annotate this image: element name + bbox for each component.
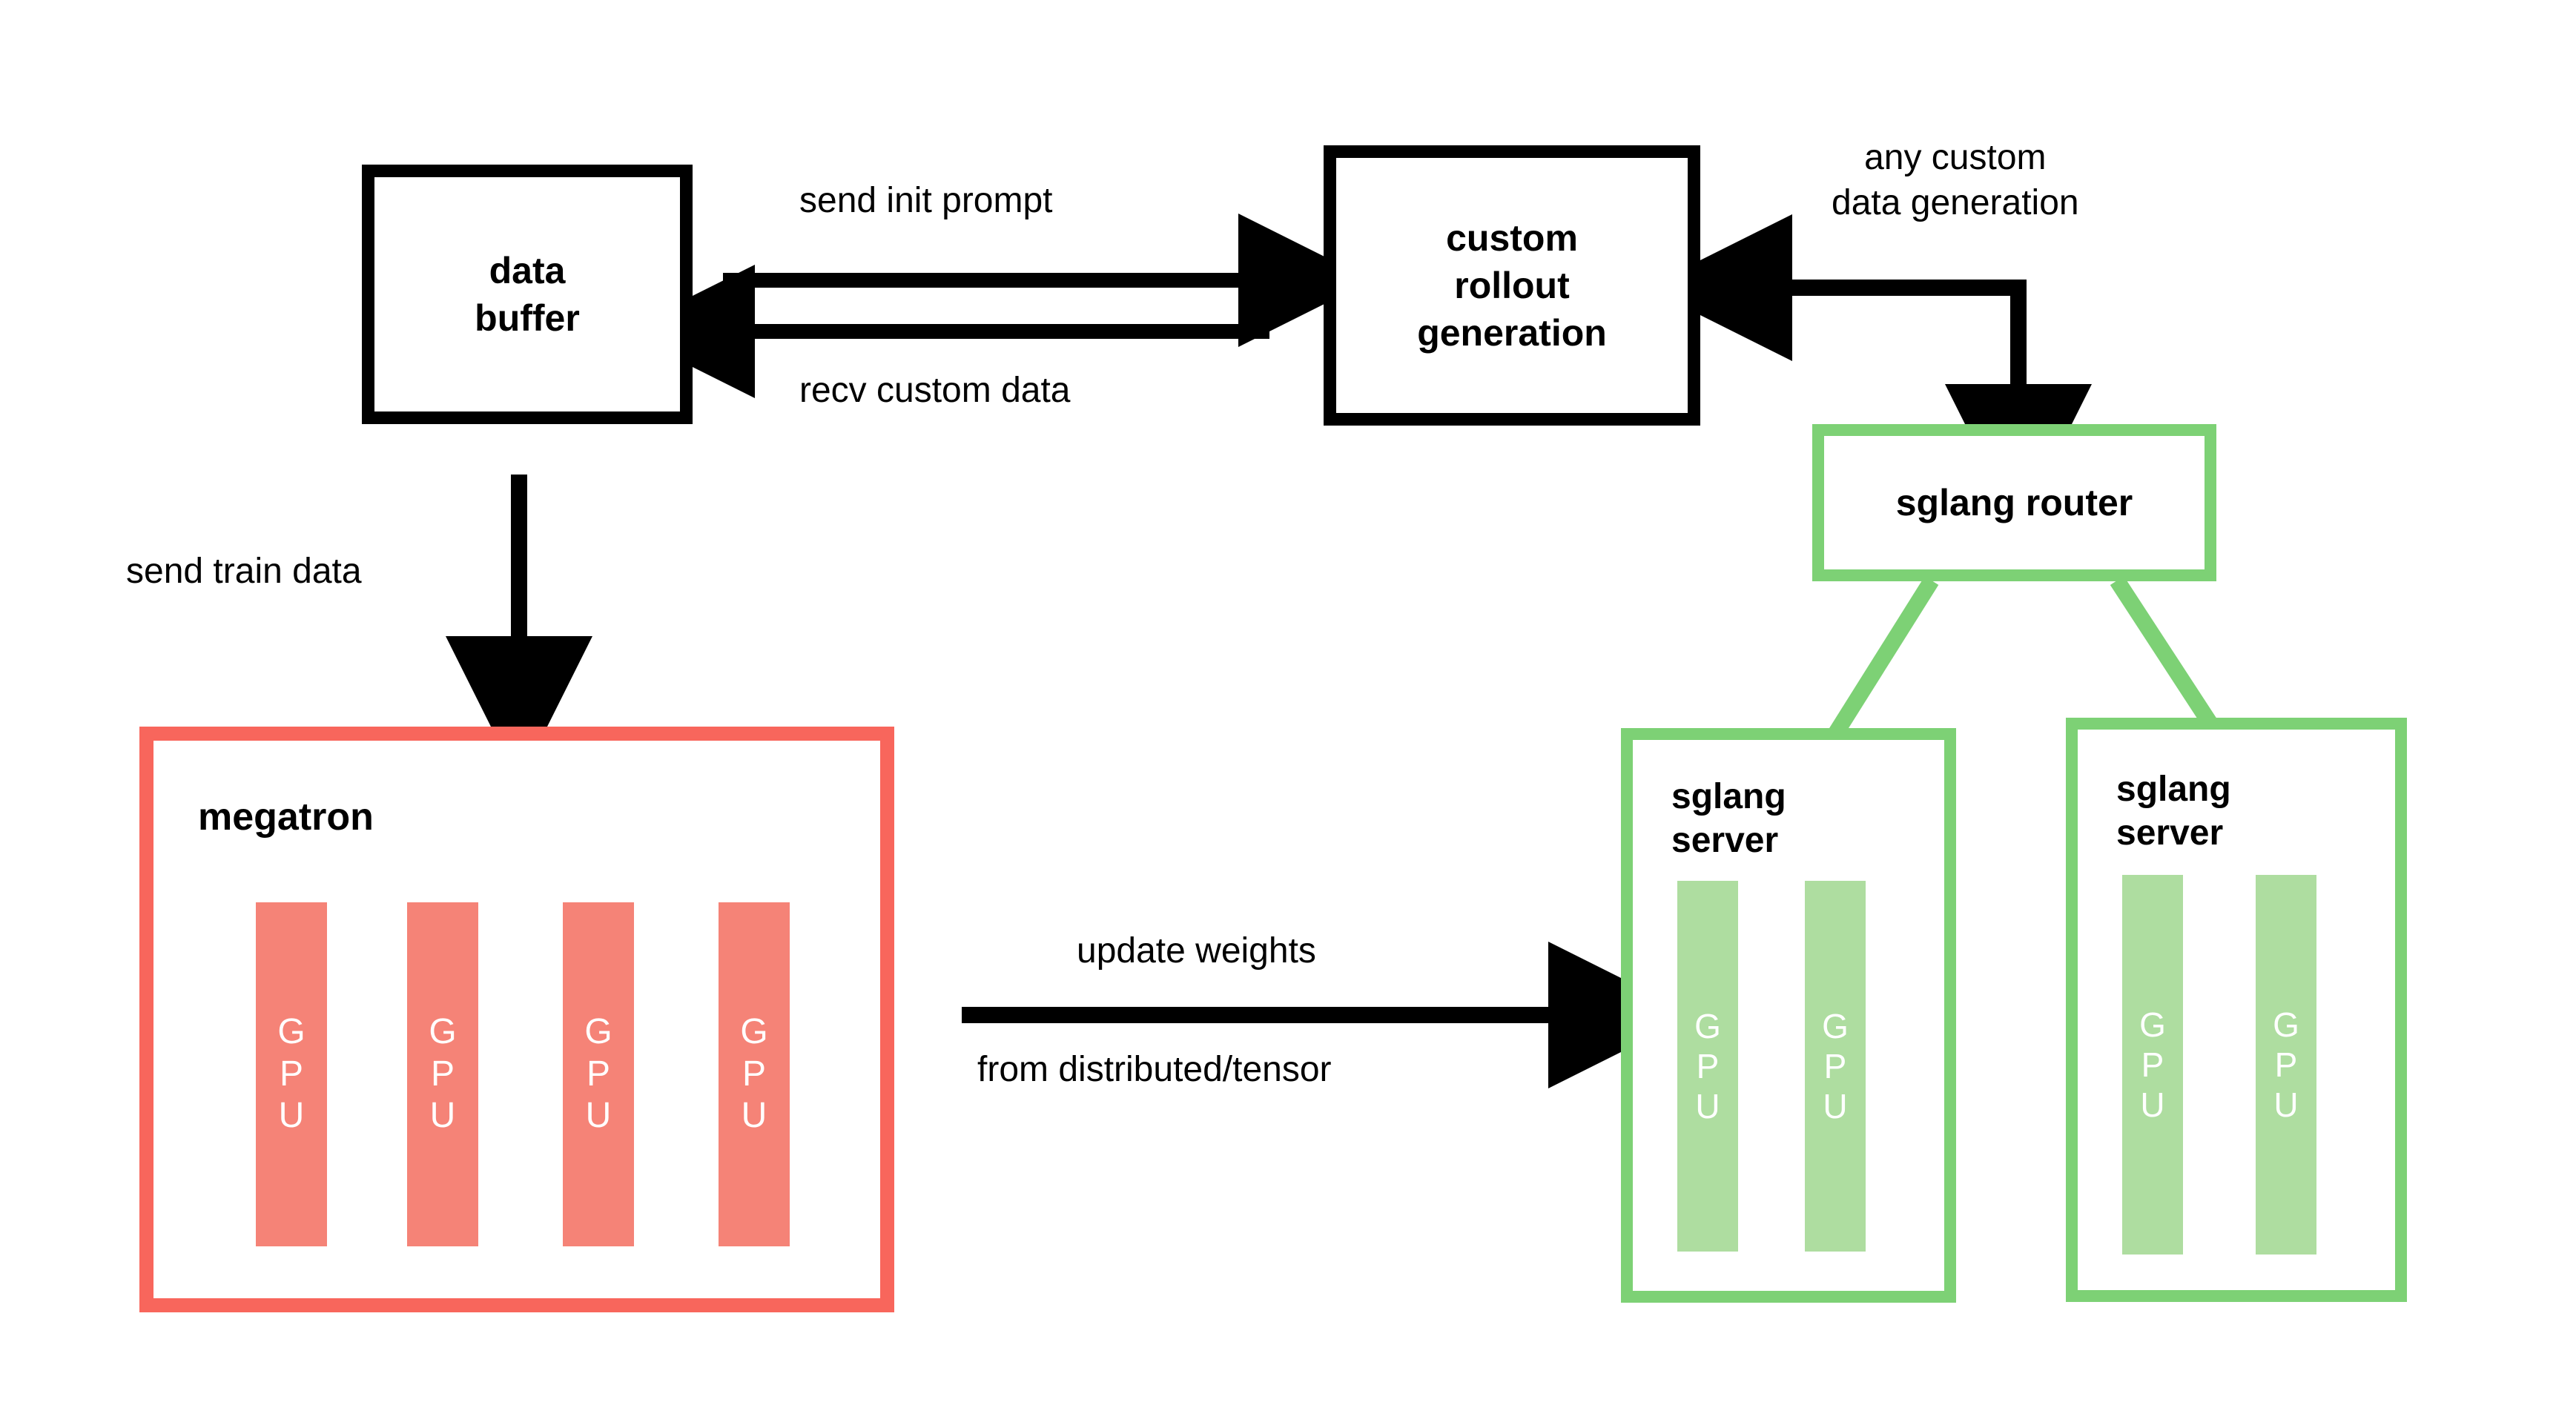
- gpu-letter-p: P: [2141, 1045, 2164, 1084]
- node-sglang-server-right[interactable]: sglang server G P U G P U: [2066, 718, 2407, 1302]
- edge-label-send-train-data: send train data: [126, 552, 362, 591]
- sglang-server-right-gpu-2: G P U: [2256, 875, 2316, 1255]
- gpu-letter-u: U: [1823, 1087, 1848, 1126]
- edge-label-update-weights: update weights: [1077, 931, 1316, 971]
- gpu-letter-p: P: [279, 1054, 303, 1094]
- sglang-router-label: sglang router: [1895, 482, 2133, 523]
- node-sglang-router[interactable]: sglang router: [1812, 424, 2216, 581]
- gpu-letter-u: U: [429, 1096, 456, 1136]
- gpu-letter-p: P: [742, 1054, 766, 1094]
- megatron-gpu-3: G P U: [563, 902, 634, 1246]
- gpu-letter-u: U: [278, 1096, 305, 1136]
- node-data-buffer[interactable]: data buffer: [362, 165, 693, 424]
- arrow-any-custom-data-generation: [1645, 214, 2027, 361]
- gpu-letter-u: U: [2273, 1085, 2299, 1125]
- megatron-gpu-1: G P U: [256, 902, 327, 1246]
- gpu-letter-g: G: [740, 1012, 768, 1052]
- node-custom-rollout-generation[interactable]: custom rollout generation: [1324, 145, 1700, 426]
- sglang-server-left-gpu-2: G P U: [1805, 881, 1866, 1252]
- gpu-letter-u: U: [1695, 1087, 1720, 1126]
- sglang-server-left-label: sglang server: [1671, 777, 1786, 860]
- gpu-letter-g: G: [2273, 1005, 2299, 1044]
- custom-rollout-generation-label: custom rollout generation: [1417, 217, 1607, 354]
- gpu-letter-p: P: [2274, 1045, 2298, 1084]
- gpu-letter-p: P: [430, 1054, 455, 1094]
- edge-label-send-init-prompt: send init prompt: [799, 181, 1053, 220]
- node-sglang-server-left[interactable]: sglang server G P U G P U: [1621, 728, 1956, 1303]
- megatron-gpu-2: G P U: [407, 902, 478, 1246]
- connector-router-right-server: [2110, 575, 2225, 739]
- edge-label-from-distributed-tensor: from distributed/tensor: [977, 1050, 1332, 1089]
- gpu-letter-g: G: [2139, 1005, 2166, 1044]
- gpu-letter-u: U: [741, 1096, 767, 1136]
- gpu-letter-g: G: [584, 1012, 612, 1052]
- gpu-letter-u: U: [585, 1096, 612, 1136]
- connector-router-left-server: [1828, 576, 1939, 738]
- data-buffer-label: data buffer: [475, 250, 580, 339]
- gpu-letter-g: G: [1694, 1006, 1721, 1045]
- gpu-letter-g: G: [1822, 1006, 1849, 1045]
- node-megatron[interactable]: megatron G P U G P U G P U G P U: [139, 727, 894, 1312]
- gpu-letter-u: U: [2140, 1085, 2165, 1125]
- gpu-letter-p: P: [1823, 1046, 1847, 1085]
- sglang-server-right-gpu-1: G P U: [2122, 875, 2183, 1255]
- megatron-label: megatron: [198, 796, 374, 839]
- gpu-letter-g: G: [429, 1012, 457, 1052]
- edge-label-any-custom-data-generation: any custom data generation: [1832, 138, 2079, 223]
- edge-label-recv-custom-data: recv custom data: [799, 371, 1071, 410]
- gpu-letter-p: P: [1696, 1046, 1720, 1085]
- sglang-server-right-label: sglang server: [2116, 770, 2231, 853]
- gpu-letter-p: P: [586, 1054, 610, 1094]
- megatron-gpu-4: G P U: [719, 902, 790, 1246]
- gpu-letter-g: G: [277, 1012, 306, 1052]
- sglang-server-left-gpu-1: G P U: [1677, 881, 1738, 1252]
